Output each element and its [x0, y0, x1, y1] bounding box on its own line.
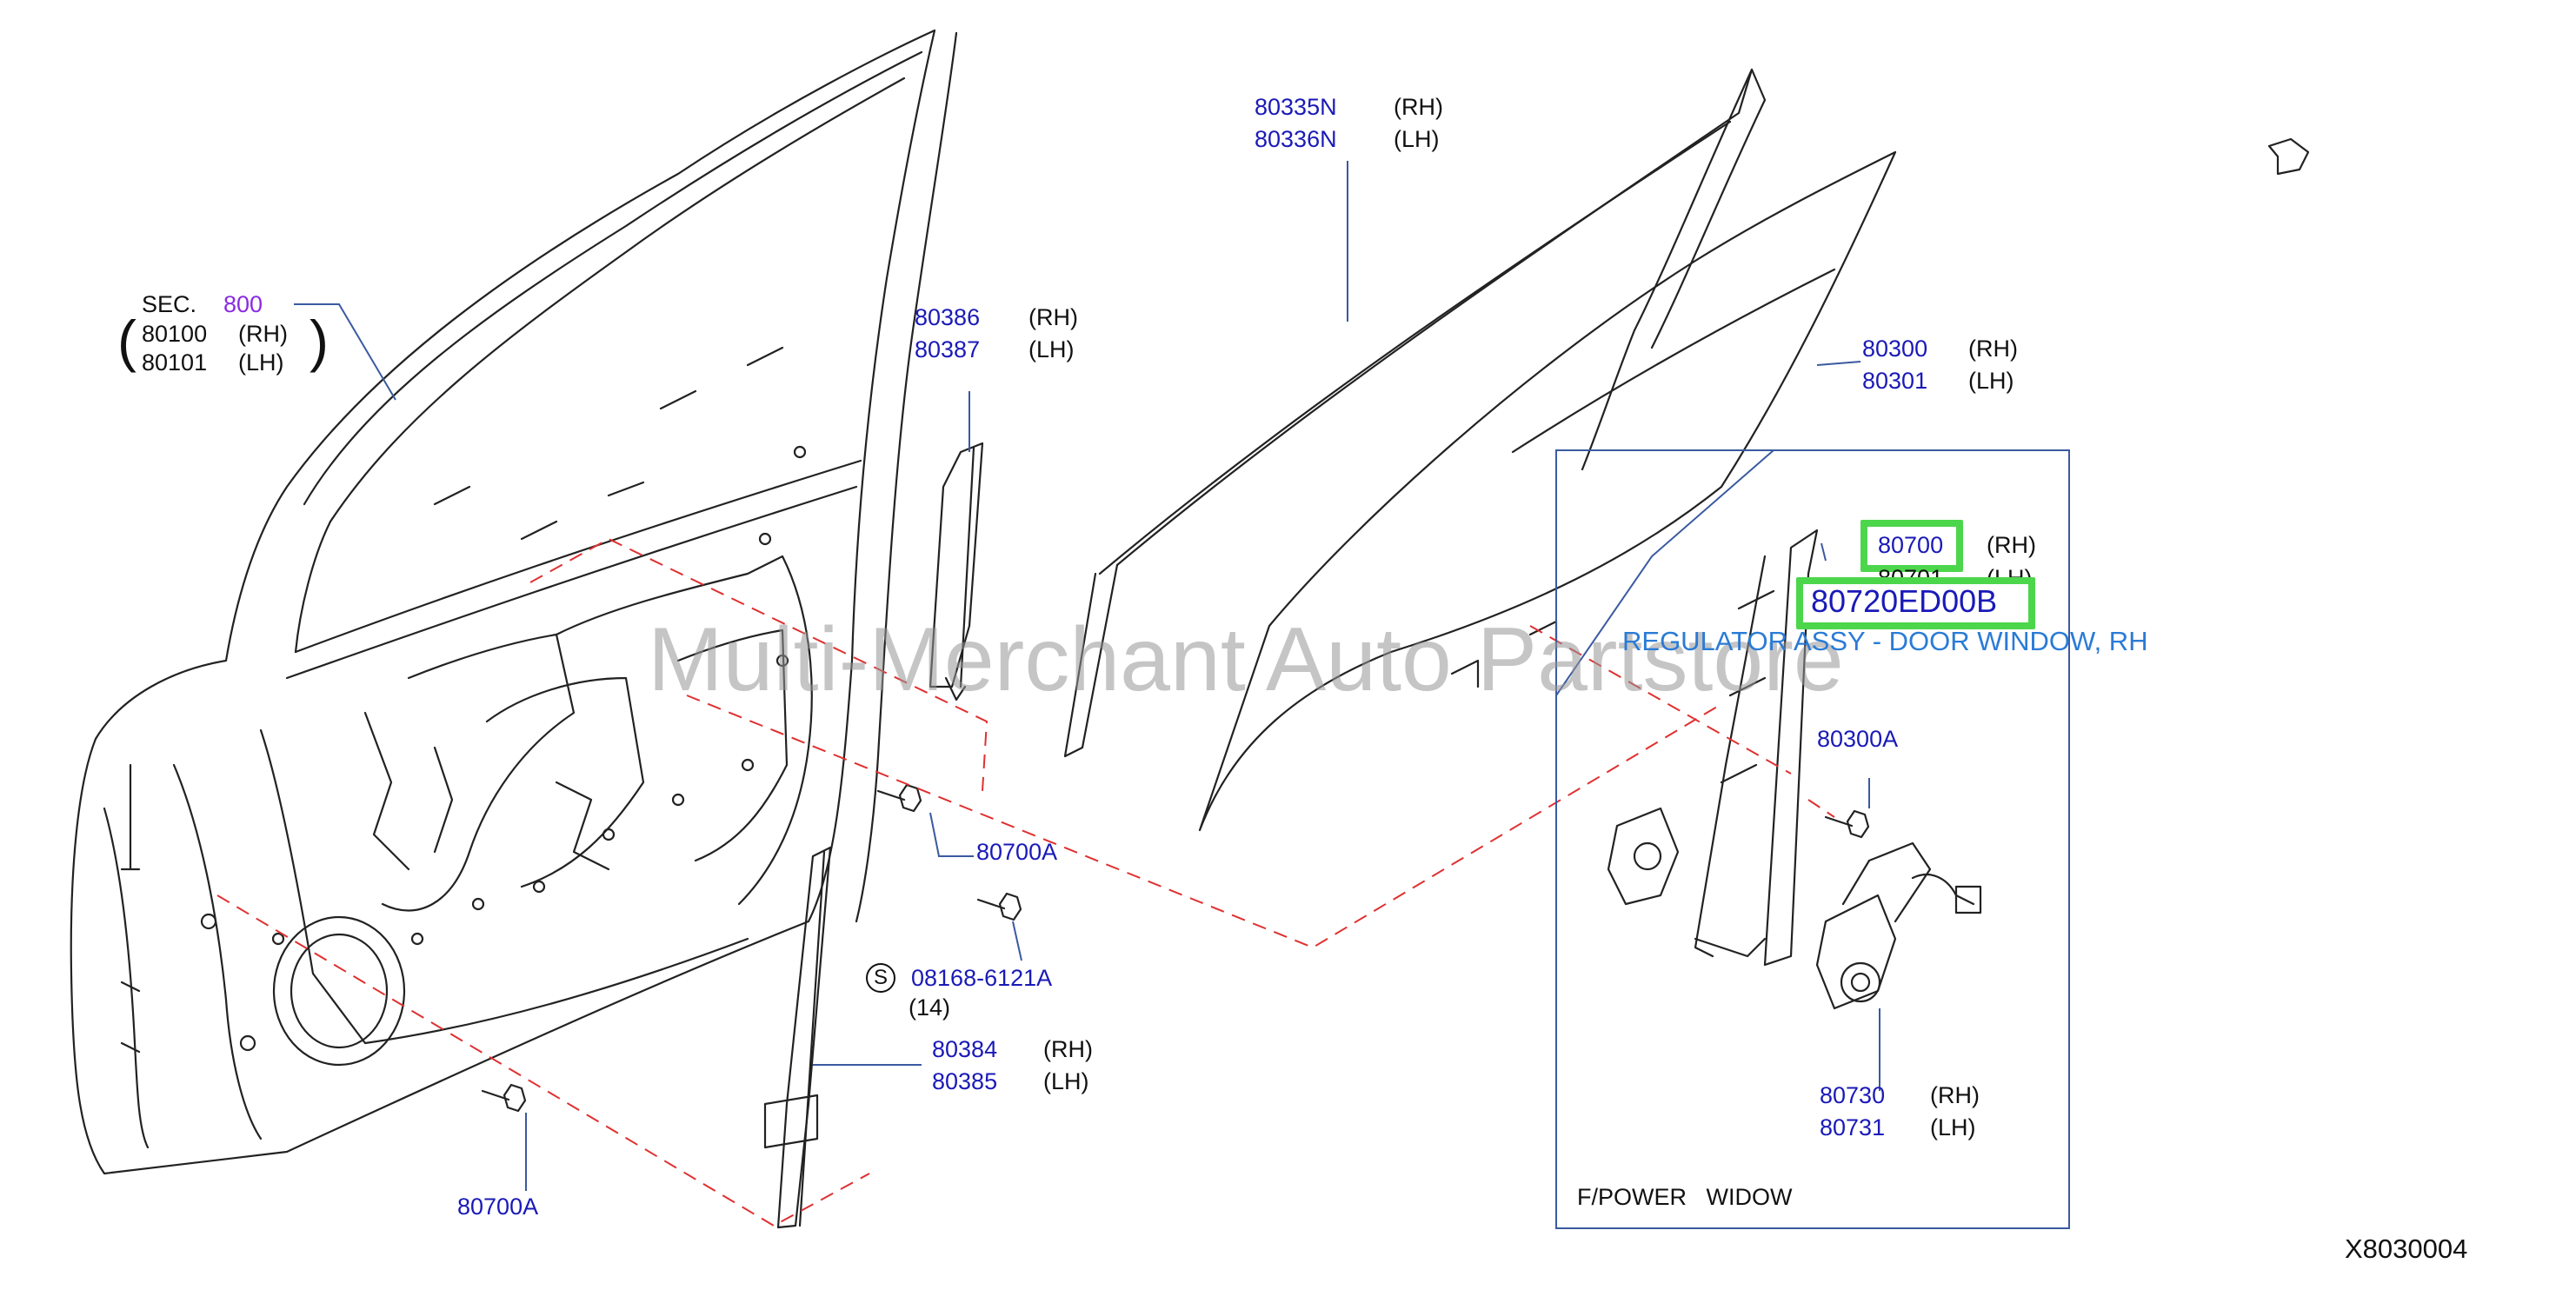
side-80386: (RH) [1028, 304, 1078, 330]
dashed-alignment-lines [216, 537, 1835, 1227]
side-80700: (RH) [1987, 532, 2036, 558]
frame-caption: F/POWER WIDOW [1577, 1184, 1793, 1210]
part-80700a-low[interactable]: 80700A [457, 1194, 539, 1220]
side-80336n: (LH) [1394, 126, 1440, 152]
part-80384[interactable]: 80384 [932, 1036, 998, 1062]
door-glass-drawing [1198, 150, 1897, 832]
part-80300a[interactable]: 80300A [1817, 726, 1899, 752]
side-80384: (RH) [1043, 1036, 1093, 1062]
highlight-box-80700 [1860, 520, 1963, 572]
highlight-box-80720ed00b [1796, 577, 2035, 629]
part-80731[interactable]: 80731 [1820, 1114, 1886, 1140]
door-shell-drawing [70, 29, 958, 1175]
part-80300[interactable]: 80300 [1862, 336, 1928, 362]
side-80730: (RH) [1930, 1082, 1980, 1108]
highlight-description: REGULATOR ASSY - DOOR WINDOW, RH [1622, 626, 2148, 656]
side-80300: (RH) [1968, 336, 2018, 362]
s-symbol: S [866, 963, 895, 993]
regulator-drawing [1607, 529, 1982, 1010]
sec-prefix: SEC. [142, 291, 197, 317]
side-80335n: (RH) [1394, 94, 1443, 120]
right-bracket: ) [310, 309, 329, 373]
side-80301: (LH) [1968, 368, 2014, 394]
diagram-id: X8030004 [2345, 1233, 2468, 1264]
part-80386[interactable]: 80386 [915, 304, 981, 330]
glass-run-drawing [1063, 68, 1767, 758]
part-08168-6121a[interactable]: 08168-6121A [911, 965, 1053, 991]
rear-sash-drawing [929, 442, 984, 702]
part-80101[interactable]: 80101 [142, 349, 208, 376]
side-80101: (LH) [238, 349, 284, 376]
left-bracket: ( [117, 309, 136, 373]
front-sash-drawing [763, 846, 832, 1229]
part-80730[interactable]: 80730 [1820, 1082, 1886, 1108]
inset-connector [1555, 449, 1774, 696]
part-80301[interactable]: 80301 [1862, 368, 1928, 394]
bolt-drawings [481, 137, 2310, 1113]
side-80731: (LH) [1930, 1114, 1976, 1140]
part-80700[interactable]: 80700 [1878, 532, 1944, 558]
part-80700a-mid[interactable]: 80700A [976, 839, 1058, 865]
part-08168-qty: (14) [909, 994, 951, 1021]
leader-lines [294, 161, 1880, 1191]
watermark: Multi-Merchant Auto Partstore [648, 609, 1844, 710]
part-80385[interactable]: 80385 [932, 1068, 998, 1094]
side-80100: (RH) [238, 321, 288, 347]
part-80336n[interactable]: 80336N [1255, 126, 1337, 152]
highlight-part-number[interactable]: 80720ED00B [1811, 583, 1998, 619]
part-80335n[interactable]: 80335N [1255, 94, 1337, 120]
side-80385: (LH) [1043, 1068, 1089, 1094]
inset-frame [1555, 449, 2070, 1229]
sec-number[interactable]: 800 [223, 291, 263, 317]
part-80387[interactable]: 80387 [915, 336, 981, 362]
part-80100[interactable]: 80100 [142, 321, 208, 347]
side-80387: (LH) [1028, 336, 1075, 362]
